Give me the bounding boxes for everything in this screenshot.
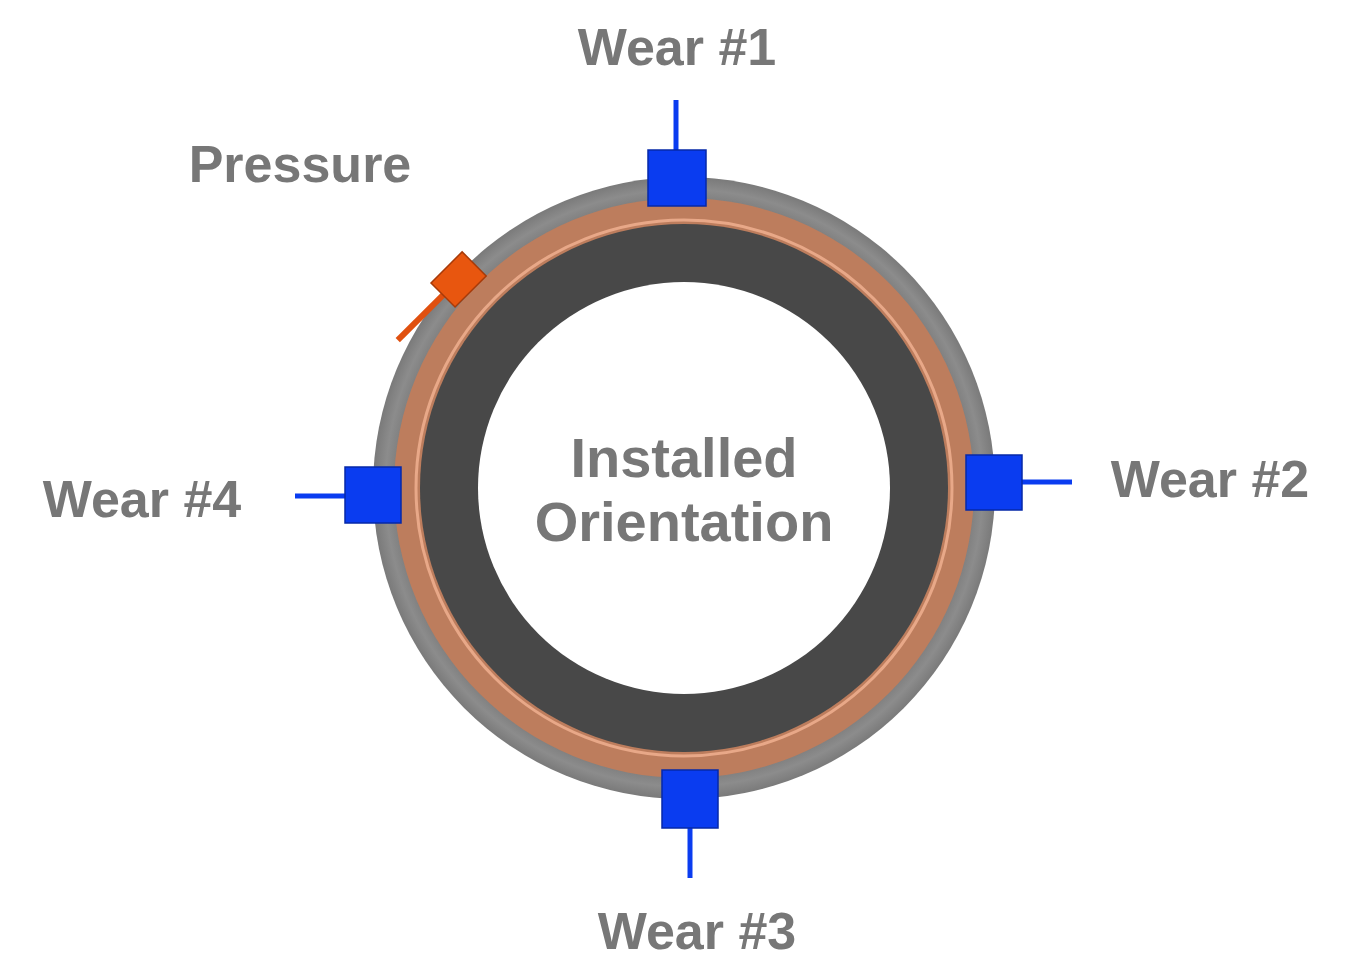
sensor-label: Wear #1 — [578, 18, 777, 78]
sensor-label: Pressure — [189, 135, 412, 195]
sensor-rod — [398, 294, 445, 341]
sensor-rod — [688, 826, 693, 878]
wear-sensor — [662, 770, 718, 828]
center-caption: Installed Orientation — [504, 426, 864, 555]
sensor-label: Wear #2 — [1111, 450, 1310, 510]
copper-seal-ring — [394, 198, 974, 778]
wear-sensor — [966, 455, 1022, 510]
inner-race-ring — [420, 224, 948, 752]
pressure-sensor — [386, 252, 486, 352]
bore-opening — [478, 282, 890, 694]
sensor-rod — [295, 494, 347, 499]
wear-sensor — [648, 150, 706, 206]
pressure-sensor-body — [431, 252, 486, 307]
wear-sensor — [345, 467, 401, 523]
outer-housing-ring — [373, 177, 995, 799]
sensor-rod — [674, 100, 679, 152]
sensor-label: Wear #4 — [43, 470, 242, 530]
sensor-label: Wear #3 — [598, 902, 797, 962]
seal-edge-line — [416, 220, 952, 756]
sensor-rod — [1020, 480, 1072, 485]
